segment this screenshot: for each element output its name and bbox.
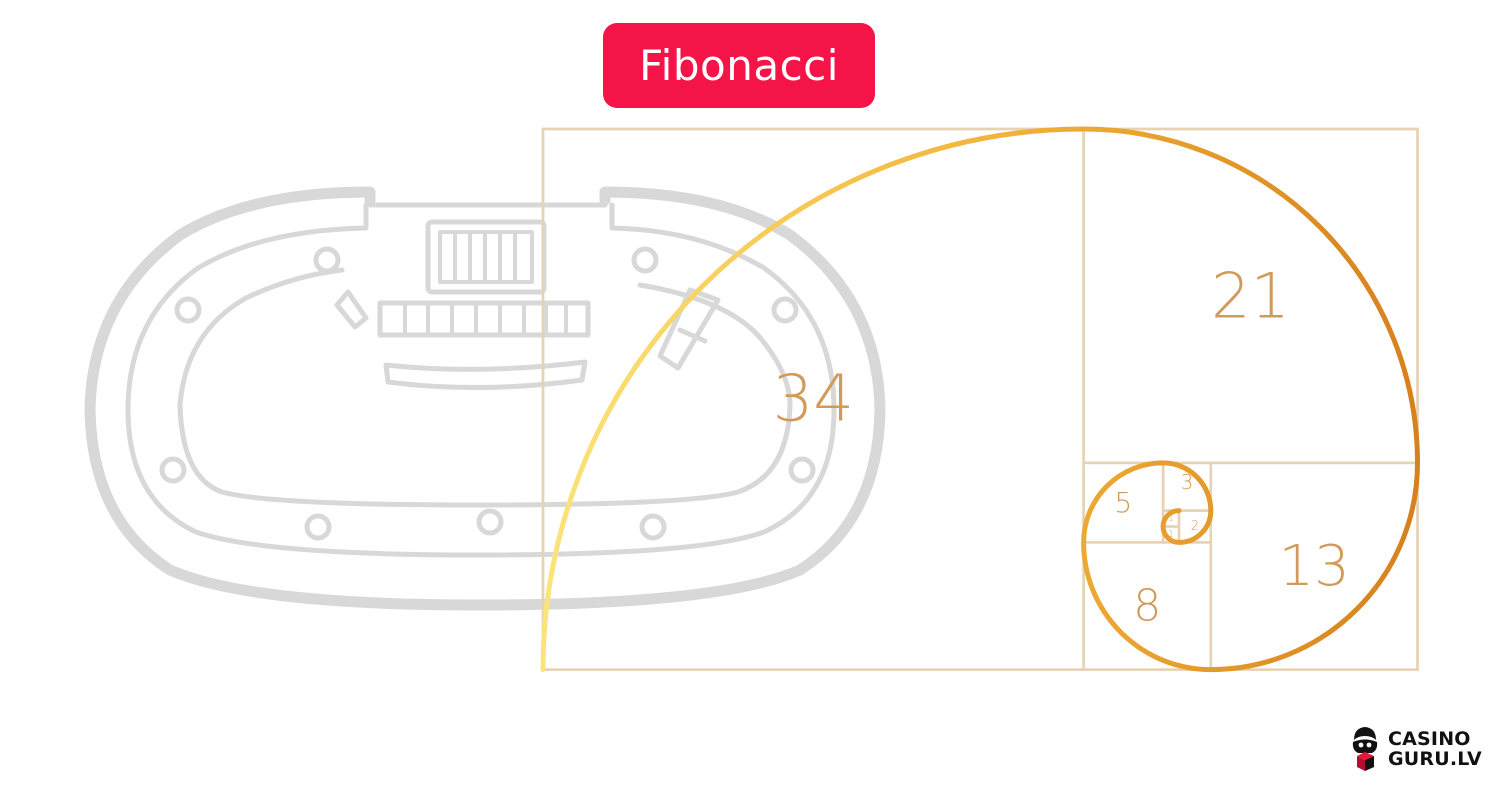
number-label-6: 3 (1181, 470, 1194, 494)
title-text: Fibonacci (639, 41, 839, 90)
golden-spiral (540, 126, 1421, 673)
number-label-9: 1 (1168, 514, 1174, 524)
number-label-1: 34 (773, 362, 854, 436)
casino-guru-logo: CASINO GURU.LV (1348, 724, 1482, 774)
title-badge: Fibonacci (603, 23, 875, 108)
number-label-7: 2 (1191, 519, 1199, 534)
fibonacci-grid (541, 127, 1419, 671)
number-label-2: 21 (1211, 259, 1290, 332)
number-label-3: 13 (1279, 534, 1350, 599)
blackjack-table-icon (84, 186, 886, 611)
logo-line-1: CASINO (1388, 728, 1471, 750)
number-label-8: 1 (1168, 529, 1174, 539)
logo-line-2: GURU.LV (1388, 748, 1482, 770)
number-label-5: 5 (1114, 486, 1132, 519)
number-label-4: 8 (1133, 581, 1161, 632)
casino-guru-icon (1352, 727, 1378, 771)
